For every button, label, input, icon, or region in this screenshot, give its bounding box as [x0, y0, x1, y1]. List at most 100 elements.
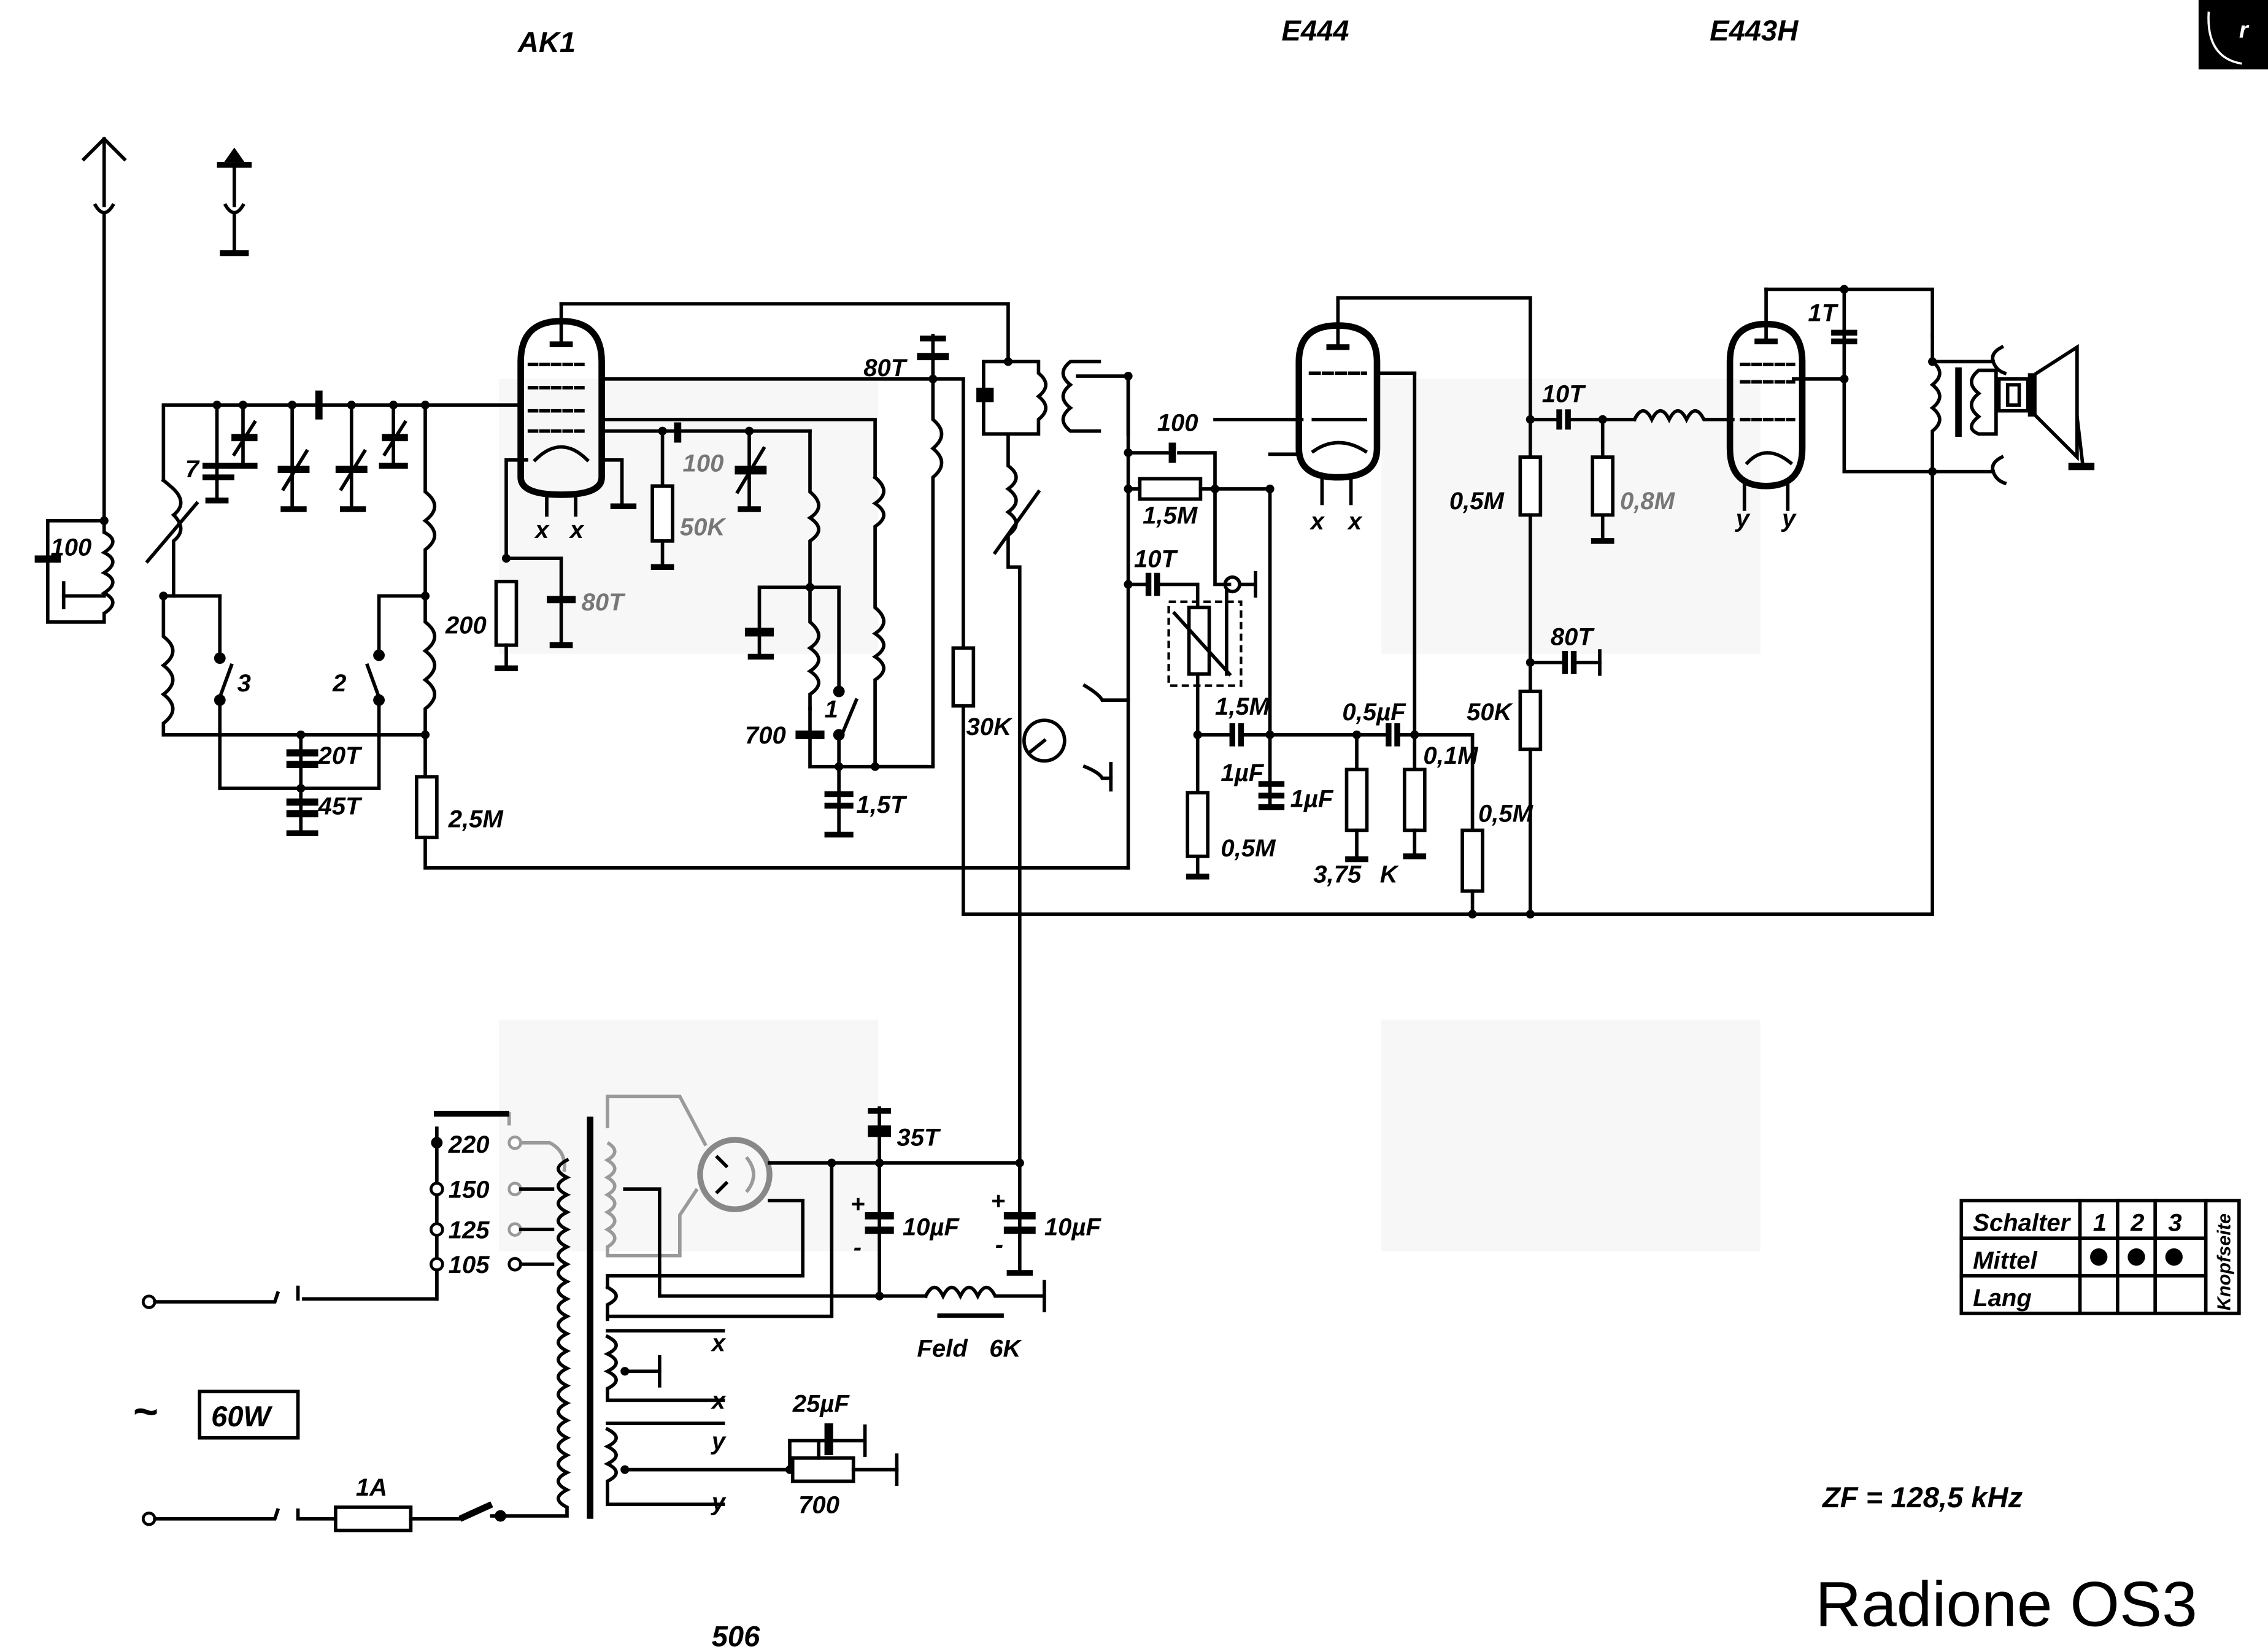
detector-network [1124, 374, 1484, 919]
table-header-3: 3 [2168, 1210, 2181, 1237]
page-number: 506 [712, 1620, 760, 1649]
det-10t-label: 10T [1134, 545, 1179, 572]
cap-1-5t-label: 1,5T [856, 791, 908, 818]
antenna-symbol [81, 136, 127, 520]
minus-2: - [995, 1231, 1003, 1258]
cathode-res-label: 200 [445, 612, 487, 639]
minus-1: - [854, 1234, 862, 1261]
tube-ak1 [517, 302, 1010, 517]
ak1-pin-x2: x [569, 517, 585, 544]
grid-cap-100-label: 100 [683, 450, 724, 477]
tuning-capacitor-bank [161, 390, 523, 512]
out-anode-res-label: 0,5M [1449, 488, 1505, 515]
if-frequency-label: ZF = 128,5 kHz [1821, 1481, 2023, 1513]
tube-e443h [1726, 285, 1934, 511]
tube-label-e443h: E443H [1710, 14, 1799, 47]
oscillator-network [650, 334, 976, 917]
out-coupling-cap-label: 10T [1542, 380, 1587, 407]
switch-3-label: 3 [237, 670, 251, 697]
e443h-pin-y2: y [1781, 505, 1797, 532]
ak1-pin-x1: x [534, 517, 550, 544]
ak1-cathode-network [494, 458, 576, 672]
det-grid-cap-label: 100 [1157, 410, 1198, 437]
plus-1: + [850, 1191, 865, 1218]
volume-pot-label: 1,5M [1215, 693, 1271, 720]
res-2-5m-label: 2,5M [448, 806, 504, 833]
anode-cap-80t-label: 80T [863, 355, 908, 382]
e443h-pin-y1: y [1735, 505, 1751, 532]
det-3-75-label: 3,75 [1313, 861, 1362, 888]
antenna-coils [145, 403, 1130, 870]
det-grid-res-label: 1,5M [1143, 502, 1198, 529]
primary-winding [490, 1158, 571, 1518]
elko-1-label: 10µF [903, 1214, 960, 1241]
table-side-label: Knopfseite [2214, 1213, 2235, 1310]
det-0-1m-label: 0,1M [1423, 742, 1479, 769]
if-transformer [976, 357, 1133, 917]
det-1uf-b-label: 1µF [1290, 786, 1334, 813]
cap-45t-label: 45T [318, 793, 363, 820]
model-name: Radione OS3 [1815, 1568, 2197, 1639]
power-rating-label: 60W [211, 1400, 272, 1432]
elko-2-label: 10µF [1044, 1214, 1102, 1241]
tube-e444 [1213, 296, 1532, 737]
field-coil-label: Feld [917, 1336, 968, 1363]
det-0-5uf-label: 0,5µF [1342, 699, 1406, 726]
table-cell-dot [2090, 1248, 2108, 1266]
bias-cap-label: 25µF [792, 1390, 850, 1417]
table-row-mittel-label: Mittel [1973, 1247, 2037, 1274]
e444-pin-x2: x [1347, 508, 1363, 535]
antenna-cap-label: 100 [51, 534, 92, 561]
tube-label-ak1: AK1 [517, 26, 576, 58]
table-row-lang-label: Lang [1973, 1285, 2032, 1312]
table-cell-dot [2127, 1248, 2145, 1266]
out-decoupling-res-label: 50K [1467, 699, 1514, 726]
out-decoupling-cap-label: 80T [1551, 624, 1595, 651]
trimmer-7-label: 7 [185, 456, 200, 483]
ac-symbol: ~ [133, 1387, 158, 1436]
det-0-5m-a-label: 0,5M [1221, 835, 1276, 862]
pickup-jack [1022, 683, 1130, 792]
out-grid-res-label: 0,8M [1620, 488, 1676, 515]
table-header-schalter: Schalter [1973, 1210, 2071, 1237]
table-header-1: 1 [2093, 1210, 2107, 1237]
filter-cap-35t-label: 35T [897, 1124, 941, 1151]
output-transformer [1842, 334, 2095, 917]
earth-symbol [217, 147, 252, 256]
corner-badge: r [2198, 0, 2268, 70]
antenna-coil [34, 516, 115, 624]
tap-220-label: 220 [448, 1131, 490, 1158]
heater-x1-label: x [711, 1329, 727, 1356]
table-header-2: 2 [2130, 1210, 2144, 1237]
switch-position-table [1959, 1199, 2241, 1315]
cathode-cap-label: 80T [582, 589, 627, 616]
out-anode-cap-label: 1T [1808, 299, 1838, 326]
output-coupling [1518, 409, 1735, 919]
svg-text:r: r [2239, 17, 2250, 42]
switch-2-label: 2 [332, 670, 346, 697]
power-rating-box [198, 1390, 300, 1440]
table-dots [2090, 1248, 2183, 1266]
switch-1-label: 1 [825, 696, 838, 723]
heater-y2-label: y [711, 1489, 727, 1516]
padder-700-label: 700 [745, 722, 786, 749]
fuse-label: 1A [356, 1474, 387, 1501]
det-k-label: K [1380, 861, 1400, 888]
table-cell-dot [2165, 1248, 2183, 1266]
heater-y1-label: y [711, 1428, 727, 1455]
cap-20t-label: 20T [318, 742, 363, 769]
det-1uf-a-label: 1µF [1221, 759, 1264, 786]
res-30k-label: 30K [966, 713, 1014, 740]
det-0-5m-b-label: 0,5M [1478, 800, 1534, 827]
watermark-group [499, 379, 1761, 1251]
heater-x2-label: x [711, 1388, 727, 1415]
tube-label-e444: E444 [1281, 14, 1349, 47]
bias-res-label: 700 [798, 1491, 839, 1518]
tap-150-label: 150 [449, 1176, 490, 1203]
mains-transformer [142, 1094, 1046, 1532]
grid-res-50k-label: 50K [680, 513, 727, 540]
e444-pin-x1: x [1310, 508, 1325, 535]
plus-2: + [991, 1188, 1005, 1215]
tap-105-label: 105 [449, 1251, 490, 1278]
